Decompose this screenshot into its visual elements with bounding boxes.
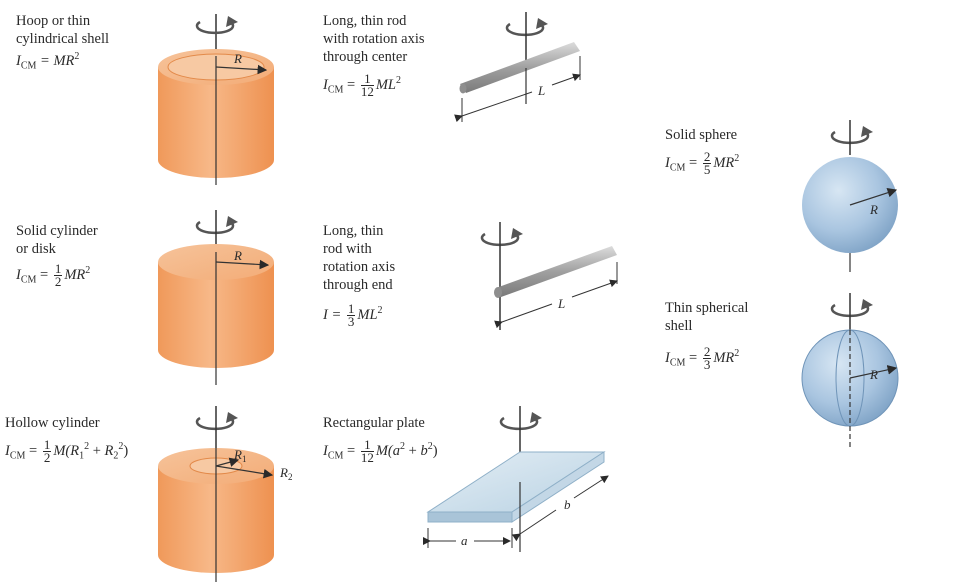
hollow-cylinder-figure bbox=[158, 406, 274, 582]
spherical-shell-radius-label: R bbox=[869, 367, 878, 382]
plate-a-label: a bbox=[461, 533, 468, 548]
rotation-arrow-icon bbox=[830, 126, 873, 145]
solid-cylinder-radius-label: R bbox=[233, 248, 242, 263]
rod-center-title-line-2: with rotation axis bbox=[323, 31, 425, 47]
rod-end-figure bbox=[480, 222, 618, 330]
hoop-radius-label: R bbox=[233, 51, 242, 66]
hoop-title-line-1: Hoop or thin bbox=[16, 13, 91, 29]
hollow-cylinder-title: Hollow cylinder bbox=[5, 415, 100, 431]
spherical-shell-title-line-1: Thin spherical bbox=[665, 300, 749, 316]
rod-center-length-label: L bbox=[537, 83, 545, 98]
solid-sphere-radius-label: R bbox=[869, 202, 878, 217]
plate-b-label: b bbox=[564, 497, 571, 512]
solid-cylinder-title-line-1: Solid cylinder bbox=[16, 223, 98, 239]
rod-end-title-line-2: rod with bbox=[323, 241, 372, 257]
hoop-title: Hoop or thin cylindrical shell bbox=[16, 12, 109, 48]
rotation-arrow-icon bbox=[195, 216, 238, 235]
solid-cylinder-title-line-2: or disk bbox=[16, 241, 56, 257]
hoop-formula: ICM = MR2 bbox=[16, 51, 80, 72]
rotation-arrow-icon bbox=[830, 299, 873, 318]
hoop-cylinder-figure bbox=[158, 14, 274, 185]
rod-center-title: Long, thin rod with rotation axis throug… bbox=[323, 12, 425, 66]
rod-center-title-line-3: through center bbox=[323, 49, 408, 65]
rotation-arrow-icon bbox=[499, 412, 542, 431]
spherical-shell-figure bbox=[801, 293, 899, 450]
rod-end-title: Long, thin rod with rotation axis throug… bbox=[323, 222, 395, 294]
rod-end-title-line-1: Long, thin bbox=[323, 223, 384, 239]
rotation-arrow-icon bbox=[505, 18, 548, 37]
rod-end-title-line-3: rotation axis bbox=[323, 259, 396, 275]
hollow-r1-label: R1 bbox=[233, 447, 246, 464]
rectangular-plate-figure bbox=[423, 406, 609, 552]
rod-center-title-line-1: Long, thin rod bbox=[323, 13, 407, 29]
solid-cylinder-figure bbox=[158, 210, 274, 385]
spherical-shell-title-line-2: shell bbox=[665, 318, 693, 334]
spherical-shell-title: Thin spherical shell bbox=[665, 299, 748, 335]
plate-title: Rectangular plate bbox=[323, 415, 425, 431]
hollow-r2-label: R2 bbox=[279, 465, 292, 482]
solid-cylinder-title: Solid cylinder or disk bbox=[16, 222, 98, 258]
solid-sphere-figure bbox=[802, 120, 898, 272]
rod-end-title-line-4: through end bbox=[323, 277, 393, 293]
rod-center-figure bbox=[454, 12, 581, 123]
rotation-arrow-icon bbox=[195, 412, 238, 431]
hoop-title-line-2: cylindrical shell bbox=[16, 31, 110, 47]
rod-end-length-label: L bbox=[557, 296, 565, 311]
solid-sphere-title: Solid sphere bbox=[665, 127, 738, 143]
rotation-arrow-icon bbox=[480, 228, 523, 247]
rotation-arrow-icon bbox=[195, 16, 238, 35]
